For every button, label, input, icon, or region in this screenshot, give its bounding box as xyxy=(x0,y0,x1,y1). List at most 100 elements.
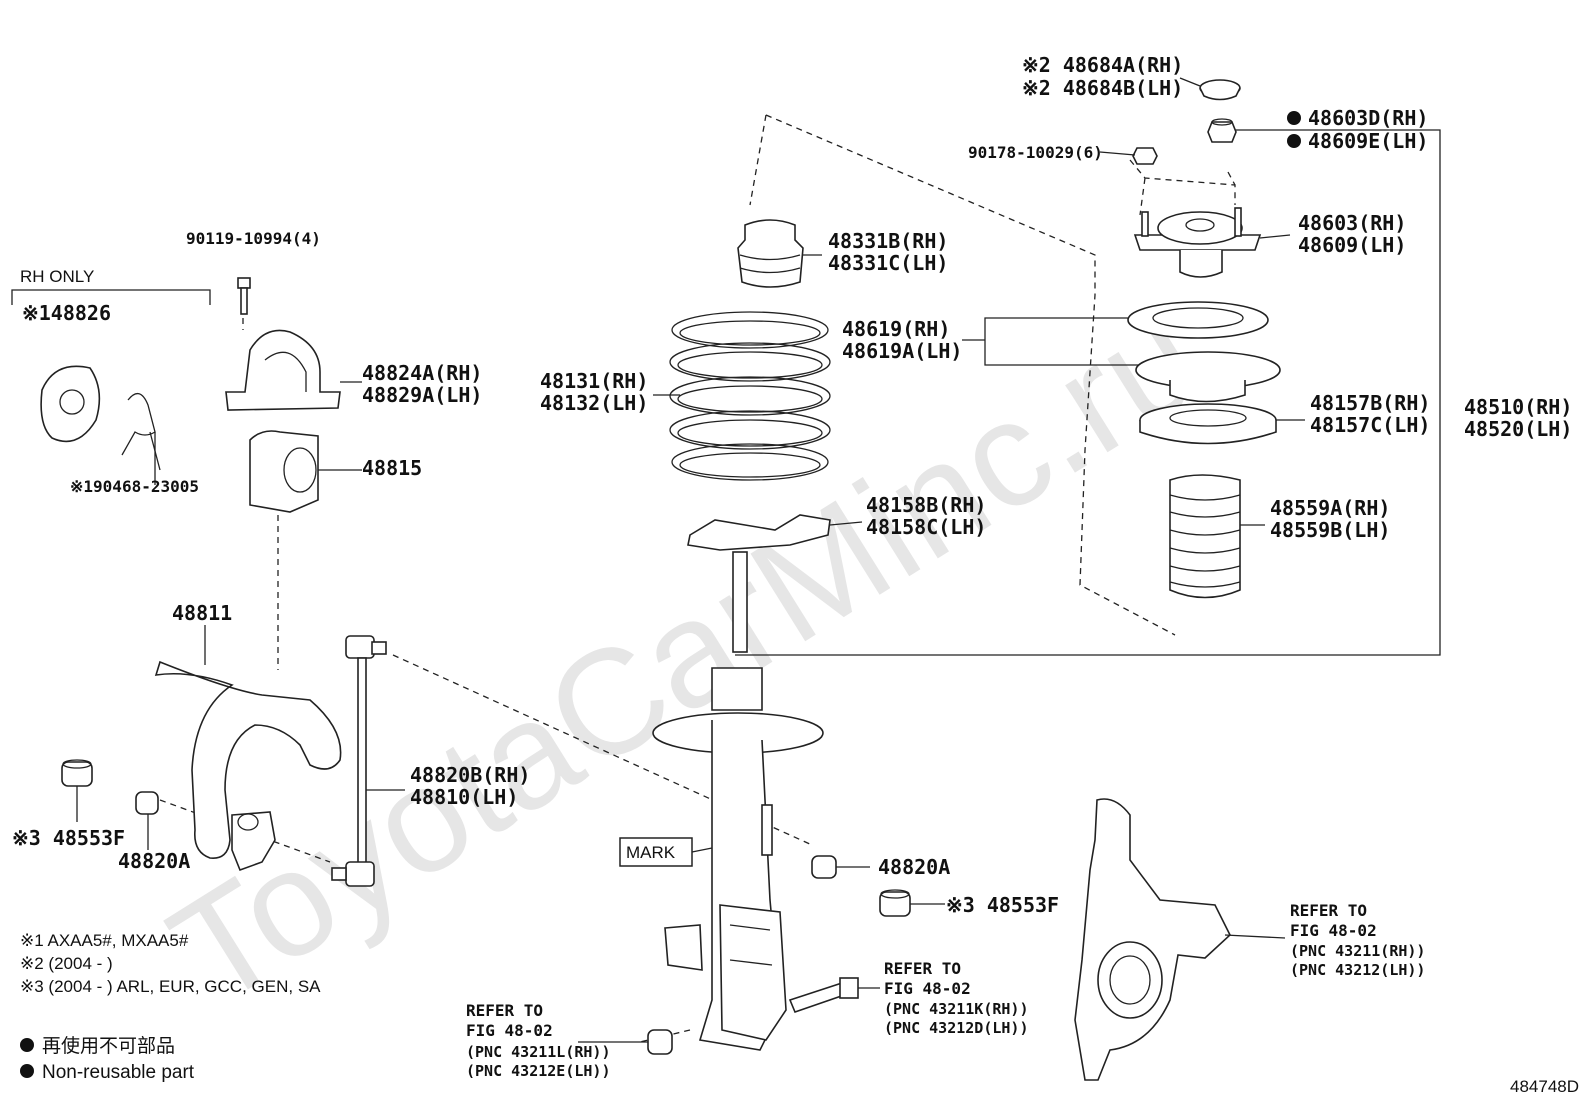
label-48609: 48609(LH) xyxy=(1298,233,1406,257)
dust-cap xyxy=(1199,79,1241,101)
footnote-1: ※1 AXAA5#, MXAA5# xyxy=(20,931,189,950)
legend-dot xyxy=(20,1038,34,1052)
bracket-48510 xyxy=(735,129,1441,656)
svg-text:FIG 48-02: FIG 48-02 xyxy=(466,1021,553,1040)
link-nut-left xyxy=(135,791,159,815)
mark-box xyxy=(619,837,693,867)
label-48510: 48510(RH) xyxy=(1464,395,1572,419)
guide-nut-studs xyxy=(1129,159,1236,205)
label-48811: 48811 xyxy=(172,601,232,625)
label-48815: 48815 xyxy=(362,456,422,480)
label-48157b: 48157B(RH) xyxy=(1310,391,1430,415)
footnotes: ※1 AXAA5#, MXAA5# ※2 (2004 - ) ※3 (2004 … xyxy=(20,931,321,996)
label-48603d: 48603D(RH) xyxy=(1308,106,1428,130)
label-48609e: 48609E(LH) xyxy=(1308,129,1428,153)
label-48684a: ※2 48684A(RH) xyxy=(1022,53,1183,77)
label-48553f-right: ※3 48553F xyxy=(946,893,1059,917)
label-rh-only: RH ONLY xyxy=(20,267,94,286)
label-48684b: ※2 48684B(LH) xyxy=(1022,76,1183,100)
label-48131: 48131(RH) xyxy=(540,369,648,393)
link-nut-right xyxy=(811,855,837,879)
bump-stopper xyxy=(737,219,804,288)
svg-text:(PNC 43211(RH)): (PNC 43211(RH)) xyxy=(1290,942,1425,960)
spring-seat-upper xyxy=(1127,301,1269,339)
bushing-bracket xyxy=(225,329,341,411)
svg-text:(PNC 43211L(RH)): (PNC 43211L(RH)) xyxy=(466,1043,611,1061)
svg-text:FIG 48-02: FIG 48-02 xyxy=(1290,921,1377,940)
label-48826: ※148826 xyxy=(22,301,111,325)
strut-bolt xyxy=(788,977,859,1014)
label-48132: 48132(LH) xyxy=(540,391,648,415)
non-reusable-dot xyxy=(1287,134,1301,148)
bracket-rh-only xyxy=(11,289,211,305)
mount-nut xyxy=(1132,147,1158,165)
stabilizer-bar xyxy=(154,660,342,859)
part-labels: ※2 48684A(RH) ※2 48684B(LH) 48603D(RH) 4… xyxy=(12,53,1572,917)
label-mark: MARK xyxy=(626,843,676,862)
label-90119: 90119-10994(4) xyxy=(186,229,321,248)
strut-nut xyxy=(1207,118,1237,143)
refer-knuckle: REFER TO FIG 48-02 (PNC 43211(RH)) (PNC … xyxy=(1290,901,1425,979)
svg-text:(PNC 43212(LH)): (PNC 43212(LH)) xyxy=(1290,961,1425,979)
label-48559a: 48559A(RH) xyxy=(1270,496,1390,520)
upper-mount xyxy=(1133,207,1262,278)
dust-boot xyxy=(1169,474,1241,599)
label-48157c: 48157C(LH) xyxy=(1310,413,1430,437)
svg-text:REFER TO: REFER TO xyxy=(466,1001,543,1020)
bracket-bolt xyxy=(237,277,251,315)
guide-nut-studs-2 xyxy=(1139,171,1236,216)
lower-spring-seat xyxy=(687,514,831,551)
label-48553f-left: ※3 48553F xyxy=(12,826,125,850)
label-48158b: 48158B(RH) xyxy=(866,493,986,517)
stabilizer-bushing xyxy=(249,430,319,513)
steering-knuckle xyxy=(1074,798,1231,1081)
leader-mark xyxy=(691,847,713,853)
svg-text:FIG 48-02: FIG 48-02 xyxy=(884,979,971,998)
wire-clip xyxy=(121,393,161,471)
label-48158c: 48158C(LH) xyxy=(866,515,986,539)
label-48810: 48810(LH) xyxy=(410,785,518,809)
bar-end-bracket xyxy=(231,811,276,872)
stabilizer-link xyxy=(331,635,387,887)
svg-text:(PNC 43211K(RH)): (PNC 43211K(RH)) xyxy=(884,1000,1029,1018)
label-48619: 48619(RH) xyxy=(842,317,950,341)
label-48820b: 48820B(RH) xyxy=(410,763,530,787)
non-reusable-dot xyxy=(1287,111,1301,125)
label-48331b: 48331B(RH) xyxy=(828,229,948,253)
leader-48684 xyxy=(1179,77,1201,87)
refer-bolt: REFER TO FIG 48-02 (PNC 43211K(RH)) (PNC… xyxy=(884,959,1029,1037)
spring-seat-lower-insulator xyxy=(1135,351,1281,403)
svg-text:REFER TO: REFER TO xyxy=(1290,901,1367,920)
label-90178: 90178-10029(6) xyxy=(968,143,1103,162)
legend: 再使用不可部品 Non-reusable part xyxy=(20,1035,195,1083)
label-48829a: 48829A(LH) xyxy=(362,383,482,407)
guide-bumper-to-rod xyxy=(749,114,767,206)
strut-nut-lower xyxy=(647,1029,673,1055)
clip-plate xyxy=(40,365,101,443)
leader-48603 xyxy=(1259,234,1291,239)
label-48520: 48520(LH) xyxy=(1464,417,1572,441)
label-90468: ※190468-23005 xyxy=(70,477,199,496)
svg-text:REFER TO: REFER TO xyxy=(884,959,961,978)
label-48820a-right: 48820A xyxy=(878,855,950,879)
svg-text:(PNC 43212E(LH)): (PNC 43212E(LH)) xyxy=(466,1062,611,1080)
guide-top-frame xyxy=(765,114,1176,636)
label-48820a-left: 48820A xyxy=(118,849,190,873)
shock-absorber xyxy=(652,551,824,1051)
label-48824a: 48824A(RH) xyxy=(362,361,482,385)
refer-nut: REFER TO FIG 48-02 (PNC 43211L(RH)) (PNC… xyxy=(466,1001,611,1080)
leader-90178 xyxy=(1099,151,1136,156)
footnote-3: ※3 (2004 - ) ARL, EUR, GCC, GEN, SA xyxy=(20,977,321,996)
legend-dot xyxy=(20,1064,34,1078)
svg-text:(PNC 43212D(LH)): (PNC 43212D(LH)) xyxy=(884,1019,1029,1037)
label-48603: 48603(RH) xyxy=(1298,211,1406,235)
spring-insulator xyxy=(1139,403,1277,445)
legend-en: Non-reusable part xyxy=(42,1062,195,1083)
figure-id: 484748D xyxy=(1510,1077,1579,1096)
coil-spring xyxy=(669,311,831,481)
label-48619a: 48619A(LH) xyxy=(842,339,962,363)
leader-refer-knuckle xyxy=(1224,934,1286,939)
leader-48158 xyxy=(829,521,863,526)
legend-jp: 再使用不可部品 xyxy=(42,1035,175,1057)
label-48331c: 48331C(LH) xyxy=(828,251,948,275)
